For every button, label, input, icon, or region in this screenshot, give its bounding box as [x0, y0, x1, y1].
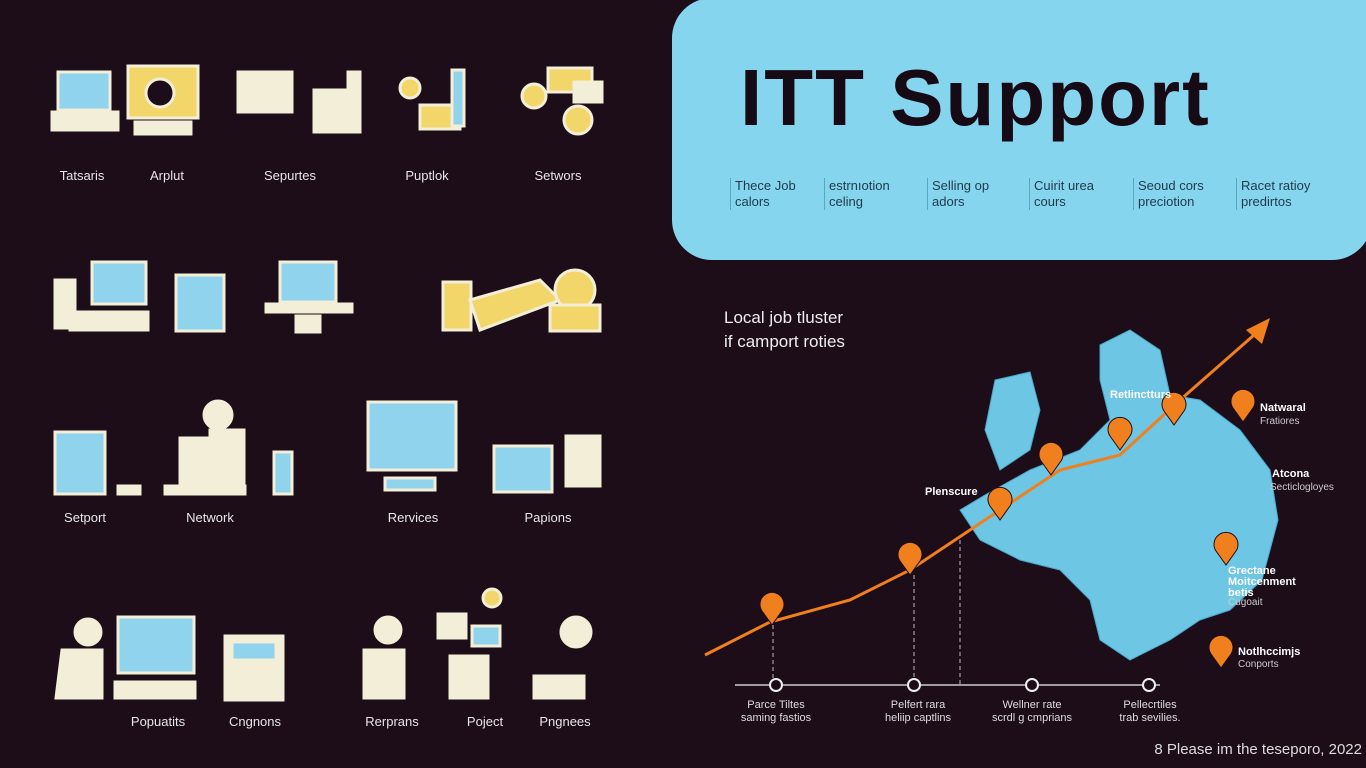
map-region	[959, 329, 1279, 661]
pin-sublabel: Conports	[1238, 659, 1279, 670]
icon-label: Arplut	[150, 168, 184, 183]
icon-label: Sepurtes	[263, 168, 317, 183]
footer-credit: 8 Please im the teseporo, 2022	[1154, 741, 1362, 758]
user-computer-icon	[54, 615, 197, 700]
monitor-target-icon	[126, 64, 200, 136]
icon-label: Puptlok	[405, 168, 449, 183]
timeline-node	[769, 678, 783, 692]
printer-documents-icon	[492, 434, 602, 494]
map-pin-icon	[1230, 388, 1256, 423]
pin-label: Grectane Moitcenment betis	[1228, 565, 1296, 599]
icon-label: Rerprans	[365, 714, 419, 729]
map-pin-icon	[1208, 634, 1234, 669]
pin-label: Natwaral	[1260, 402, 1306, 414]
map-pin-icon	[1107, 416, 1133, 451]
robot-arm-gear-icon	[441, 268, 602, 333]
icon-label: Network	[186, 510, 234, 525]
map-pin-icon	[759, 591, 785, 626]
desktop-computer-icon	[236, 70, 362, 134]
pin-label: Plenscure	[925, 486, 978, 498]
icon-label: Setport	[64, 510, 106, 525]
pin-label: Retlinctturs	[1110, 389, 1172, 401]
map-pin-icon	[1213, 531, 1239, 566]
map-pin-icon	[1161, 391, 1187, 426]
calculator-icon	[223, 634, 285, 702]
pin-sublabel: Cugoait	[1228, 597, 1263, 608]
workstation-icon	[53, 260, 150, 332]
icon-label: Poject	[466, 714, 504, 729]
laptop-icon	[264, 260, 354, 334]
collaboration-icon	[362, 587, 503, 700]
icon-label: Papions	[524, 510, 572, 525]
laptop-chart-icon	[50, 70, 120, 132]
icon-label: Rervices	[387, 510, 439, 525]
map-pin-icon	[897, 541, 923, 576]
page-title: ITT Support	[740, 53, 1211, 142]
header-panel	[672, 0, 1366, 260]
timeline-node	[1025, 678, 1039, 692]
trend-arrow-icon	[1246, 318, 1270, 344]
pin-label: Notlhccimjs	[1238, 646, 1301, 658]
person-icon	[532, 615, 593, 700]
pin-label: Atcona	[1272, 468, 1310, 480]
pin-sublabel: Secticlogloyes	[1270, 482, 1334, 493]
icon-label: Setwors	[534, 168, 582, 183]
icon-label: Popuatits	[130, 714, 186, 729]
icon-grid	[50, 64, 604, 702]
timeline-node	[1142, 678, 1156, 692]
icon-label: Tatsaris	[59, 168, 105, 183]
timeline-node	[907, 678, 921, 692]
icon-label: Cngnons	[228, 714, 282, 729]
monitor-icon	[366, 400, 458, 492]
person-at-computer-icon	[398, 68, 466, 131]
server-tower-icon	[174, 273, 226, 333]
icon-label: Pngnees	[539, 714, 591, 729]
map-pin-icon	[1038, 441, 1064, 476]
server-rack-icon	[53, 430, 142, 496]
network-server-icon	[163, 399, 294, 496]
pin-sublabel: Fratiores	[1260, 416, 1300, 427]
support-people-icon	[520, 66, 604, 136]
map-pin-icon	[987, 486, 1013, 521]
